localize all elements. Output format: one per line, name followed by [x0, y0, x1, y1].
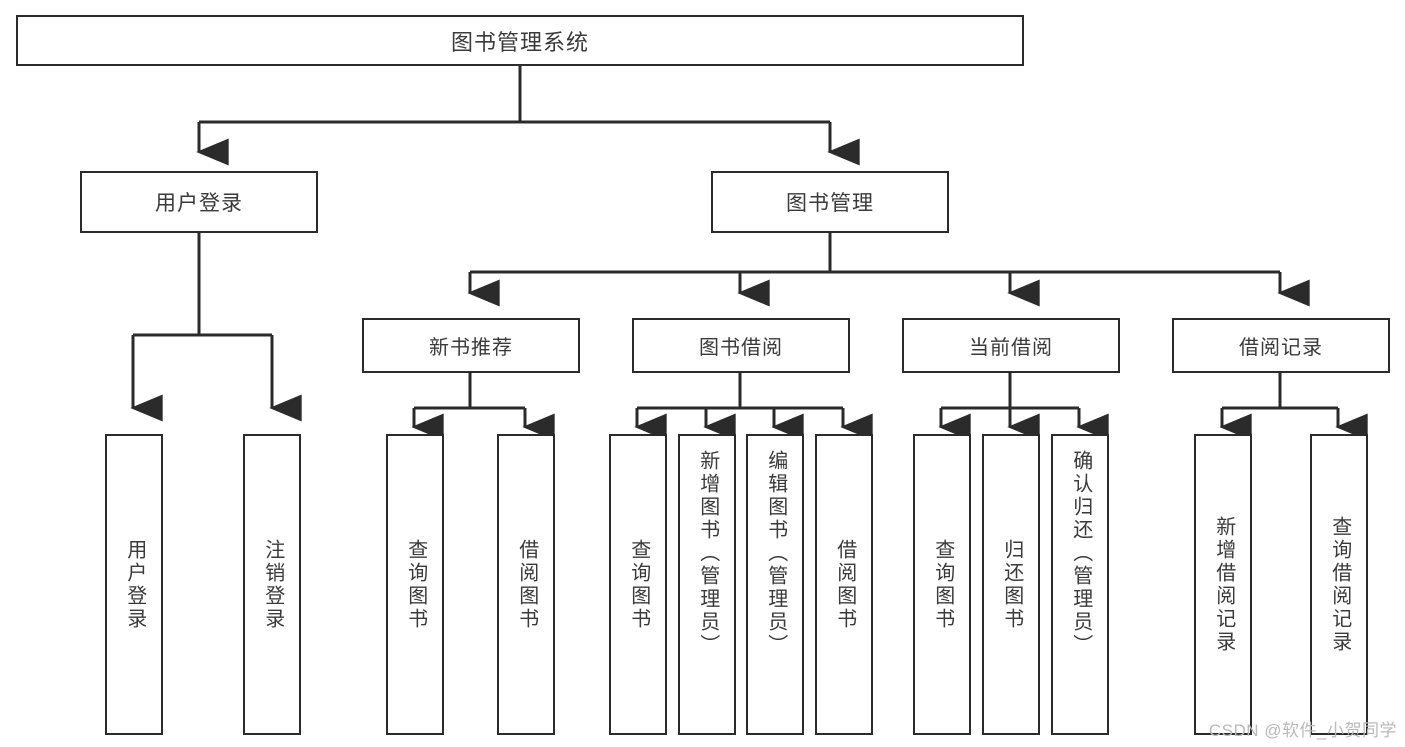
- node-user-login[interactable]: 用户登录: [80, 171, 318, 233]
- node-current-borrow[interactable]: 当前借阅: [902, 318, 1120, 373]
- leaf-label: 注销登录: [261, 538, 284, 631]
- leaf-label: 查询借阅记录: [1328, 515, 1351, 654]
- leaf-label: 新增图书（管理员）: [696, 450, 719, 657]
- leaf-book-borrow-lend[interactable]: 借阅图书: [815, 434, 873, 735]
- leaf-new-book-borrow[interactable]: 借阅图书: [497, 434, 555, 735]
- leaf-label: 新增借阅记录: [1212, 515, 1235, 654]
- node-book-borrow[interactable]: 图书借阅: [632, 318, 850, 373]
- leaf-label: 查询图书: [404, 538, 427, 631]
- leaf-user-login-signin[interactable]: 用户登录: [105, 434, 163, 735]
- leaf-current-borrow-return[interactable]: 归还图书: [982, 434, 1040, 735]
- leaf-borrow-record-add[interactable]: 新增借阅记录: [1194, 434, 1252, 735]
- leaf-borrow-record-query[interactable]: 查询借阅记录: [1310, 434, 1368, 735]
- leaf-label: 查询图书: [627, 538, 650, 631]
- leaf-label: 借阅图书: [515, 538, 538, 631]
- node-borrow-record[interactable]: 借阅记录: [1172, 318, 1390, 373]
- node-book-management[interactable]: 图书管理: [711, 171, 949, 233]
- watermark-text: CSDN @软件_小贺同学: [1208, 721, 1397, 740]
- leaf-label: 用户登录: [123, 538, 146, 631]
- leaf-label: 确认归还（管理员）: [1069, 450, 1092, 657]
- leaf-label: 查询图书: [931, 538, 954, 631]
- leaf-current-borrow-query[interactable]: 查询图书: [913, 434, 971, 735]
- leaf-book-borrow-edit[interactable]: 编辑图书（管理员）: [746, 434, 804, 735]
- leaf-book-borrow-add[interactable]: 新增图书（管理员）: [678, 434, 736, 735]
- leaf-label: 归还图书: [1000, 538, 1023, 631]
- leaf-label: 编辑图书（管理员）: [764, 450, 787, 657]
- leaf-user-login-signout[interactable]: 注销登录: [243, 434, 301, 735]
- leaf-label: 借阅图书: [833, 538, 856, 631]
- leaf-book-borrow-query[interactable]: 查询图书: [609, 434, 667, 735]
- leaf-new-book-query[interactable]: 查询图书: [386, 434, 444, 735]
- node-root-system[interactable]: 图书管理系统: [16, 15, 1024, 66]
- leaf-current-borrow-confirm[interactable]: 确认归还（管理员）: [1051, 434, 1109, 735]
- node-new-book-recommend[interactable]: 新书推荐: [362, 318, 580, 373]
